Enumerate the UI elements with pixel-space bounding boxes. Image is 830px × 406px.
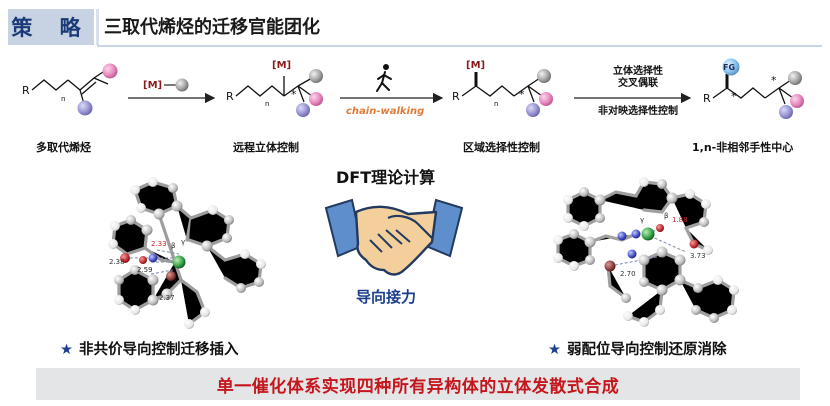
right-dft-model: 1.88 3.73 2.70 β γ: [553, 177, 739, 327]
left-caption-text: 非共价导向控制迁移插入: [79, 342, 239, 358]
header-underline: [97, 45, 822, 47]
n-label: n: [61, 95, 65, 103]
strategy-badge: 策 略: [8, 9, 94, 45]
step3-line3: 非对映选择性控制: [598, 106, 678, 117]
chain-walking-label: chain-walking: [346, 106, 424, 117]
star-icon: ★: [60, 342, 73, 358]
left-distance-4: 2.37: [159, 294, 175, 302]
reactant-label: 多取代烯烃: [36, 141, 91, 154]
intermediate1-label: 远程立体控制: [233, 141, 299, 154]
stereocenter-star: *: [731, 90, 737, 103]
intermediate-1-molecule: R n: [226, 76, 313, 108]
fg-ball: [722, 58, 740, 76]
page-title: 三取代烯烃的迁移官能团化: [104, 17, 320, 38]
svg-text:R: R: [226, 90, 234, 103]
purple-substituent-ball: [526, 103, 540, 117]
intermediate2-metal-label: [M]: [466, 60, 485, 71]
grey-substituent-ball: [309, 69, 323, 83]
pink-substituent-ball: [309, 92, 323, 106]
star-icon: ★: [548, 342, 561, 358]
purple-substituent-ball: [77, 100, 93, 116]
fg-label: FG: [723, 63, 735, 72]
svg-text:R: R: [452, 90, 460, 103]
svg-text:n: n: [265, 100, 269, 108]
intermediate1-metal-label: [M]: [272, 60, 291, 71]
intermediate-2-molecule: R n: [452, 72, 543, 108]
handshake-icon: [324, 198, 464, 276]
step3-line2: 交叉偶联: [618, 78, 658, 89]
right-beta-label: β: [664, 212, 668, 220]
r-label: R: [22, 84, 30, 97]
intermediate2-label: 区域选择性控制: [463, 141, 540, 154]
stereocenter-star: *: [291, 88, 297, 101]
header-divider: [96, 9, 99, 45]
purple-substituent-ball: [296, 103, 310, 117]
dft-title: DFT理论计算: [336, 168, 436, 187]
walking-person-icon: [376, 64, 392, 92]
stereocenter-star: *: [519, 88, 525, 101]
left-distance-2: 2.38: [109, 258, 125, 266]
product-molecule: R: [703, 74, 794, 105]
right-distance-2: 3.73: [690, 252, 706, 260]
left-gamma-label: γ: [181, 238, 185, 246]
left-beta-label: β: [171, 242, 175, 250]
product-label: 1,n-非相邻手性中心: [692, 141, 794, 154]
pink-substituent-ball: [790, 94, 804, 108]
left-caption: ★ 非共价导向控制迁移插入: [60, 338, 239, 359]
purple-substituent-ball: [779, 105, 793, 119]
step1-metal-label: [M]: [143, 80, 162, 91]
stereocenter-star-2: *: [771, 74, 777, 87]
svg-text:R: R: [703, 92, 711, 105]
right-distance-1: 1.88: [672, 216, 688, 224]
reaction-scheme: R n [M] R n [M] * chain-walking: [22, 58, 804, 119]
step3-line1: 立体选择性: [613, 66, 663, 77]
guide-relay-label: 导向接力: [356, 288, 417, 306]
grey-substituent-ball: [537, 69, 551, 83]
svg-text:n: n: [494, 100, 498, 108]
pink-substituent-ball: [539, 92, 553, 106]
pink-substituent-ball: [102, 63, 118, 79]
reactant-molecule: R n: [22, 69, 109, 105]
right-distance-3: 2.70: [620, 270, 636, 278]
left-distance-1: 2.33: [151, 240, 167, 248]
right-caption: ★ 弱配位导向控制还原消除: [548, 338, 727, 359]
conclusion-banner: 单一催化体系实现四种所有异构体的立体发散式合成: [36, 368, 800, 400]
grey-substituent-ball: [788, 71, 802, 85]
conclusion-text: 单一催化体系实现四种所有异构体的立体发散式合成: [216, 376, 620, 397]
right-gamma-label: γ: [640, 216, 644, 224]
left-distance-3: 2.59: [137, 266, 153, 274]
right-caption-text: 弱配位导向控制还原消除: [567, 342, 727, 358]
left-dft-model: 2.33 2.38 2.59 2.37 β γ: [108, 177, 266, 329]
grey-ball-icon: [175, 78, 189, 92]
